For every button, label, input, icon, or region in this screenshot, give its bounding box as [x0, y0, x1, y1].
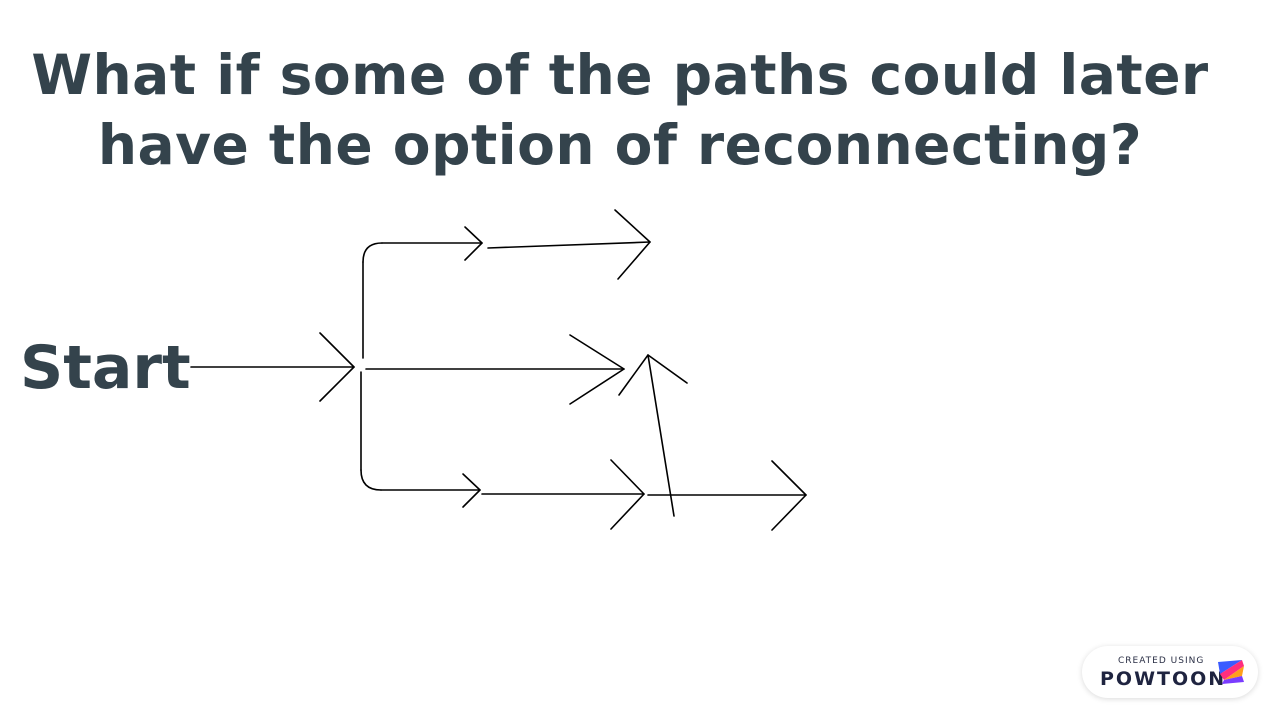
- title-line-1: What if some of the paths could later: [31, 43, 1209, 107]
- start-label: Start: [20, 333, 191, 403]
- powtoon-logo-icon: [1218, 660, 1244, 684]
- bottom-path: [380, 459, 807, 531]
- powtoon-badge[interactable]: CREATED USING POWTOON: [1082, 646, 1258, 698]
- created-using-label: CREATED USING: [1118, 656, 1205, 666]
- reconnect-arrow: [618, 354, 688, 517]
- start-arrow: [190, 332, 355, 402]
- top-path: [381, 209, 651, 280]
- title-line-2: have the option of reconnecting?: [97, 113, 1143, 177]
- branch-trunk: [360, 242, 383, 491]
- slide-title: What if some of the paths could later ha…: [0, 40, 1240, 180]
- powtoon-wordmark: POWTOON: [1100, 668, 1227, 690]
- middle-path: [365, 334, 625, 405]
